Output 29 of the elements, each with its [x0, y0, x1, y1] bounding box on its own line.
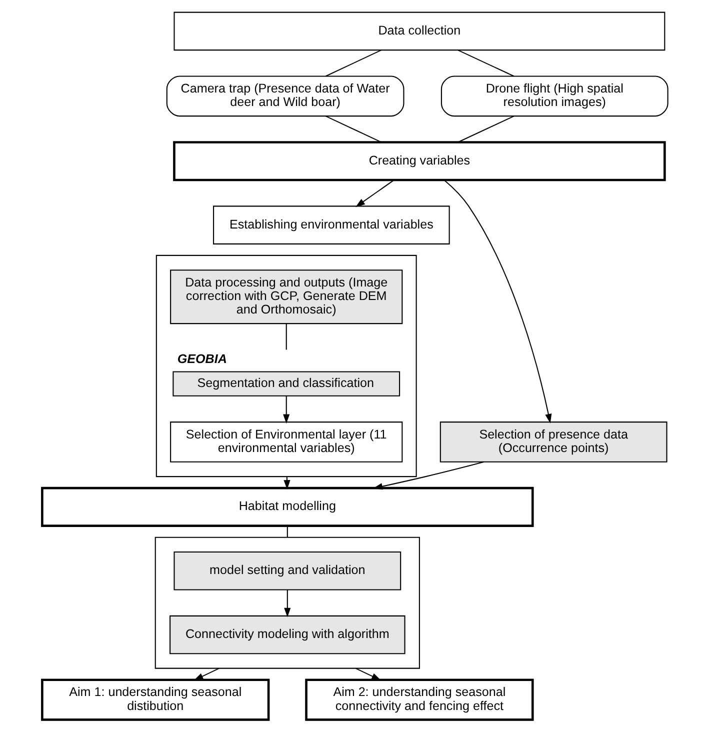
node-box: Creating variables — [172, 141, 666, 182]
arrow — [284, 590, 290, 618]
connector — [286, 526, 288, 538]
node-box: Selection of presence data (Occurrence points) — [439, 422, 667, 462]
node-box: Selection of Environmental layer (11 environmental variables) — [170, 422, 402, 462]
node-box: Habitat modelling — [40, 486, 534, 527]
arrow — [444, 180, 552, 424]
cluster — [155, 254, 416, 478]
node-box: Aim 1: understanding seasonal distibution — [40, 678, 270, 721]
connector — [324, 116, 381, 143]
connector — [325, 50, 382, 77]
connector — [457, 50, 514, 77]
arrow — [355, 180, 394, 208]
arrow — [354, 668, 380, 680]
node-box: Establishing environmental variables — [212, 206, 450, 244]
arrow — [372, 461, 484, 490]
connector — [457, 116, 514, 143]
node-label: GEOBIA — [176, 352, 226, 366]
node-box: Camera trap (Presence data of Water deer and Wild boar) — [166, 76, 404, 117]
node-box: Aim 2: understanding seasonal connectivity and fencing effect — [304, 678, 534, 721]
node-box: Data processing and outputs (Image correction with GCP, Generate DEM and Orthomosaic) — [170, 270, 402, 324]
cluster — [154, 536, 420, 669]
connector — [285, 324, 286, 350]
node-box: Connectivity modeling with algorithm — [169, 615, 405, 654]
node-box: Data collection — [173, 12, 665, 51]
arrow — [282, 396, 290, 424]
arrow — [193, 668, 219, 680]
node-box: Drone flight (High spatial resolution images) — [440, 76, 668, 117]
node-box: model setting and validation — [173, 551, 401, 590]
